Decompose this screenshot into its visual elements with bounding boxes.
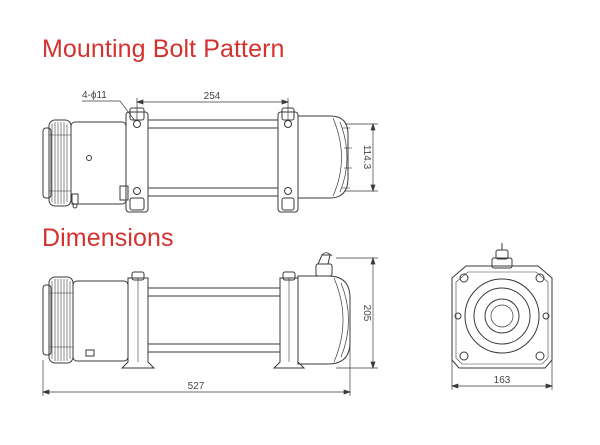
bolt-length-label: 254 bbox=[204, 91, 221, 102]
width-label: 163 bbox=[494, 375, 511, 386]
hole-label: 4-ϕ11 bbox=[82, 90, 107, 101]
front-view-winch bbox=[451, 243, 553, 369]
side-view-winch bbox=[42, 252, 351, 369]
mounting-heading: Mounting Bolt Pattern bbox=[42, 35, 285, 63]
top-view-dimensions bbox=[82, 98, 378, 193]
bolt-width-label: 114.3 bbox=[361, 145, 372, 170]
dimensions-heading: Dimensions bbox=[42, 224, 174, 252]
height-label: 205 bbox=[361, 305, 372, 322]
side-view-dimensions bbox=[41, 256, 378, 396]
front-view-dimensions bbox=[450, 360, 554, 390]
length-label: 527 bbox=[188, 381, 205, 392]
top-view-winch bbox=[42, 107, 352, 213]
